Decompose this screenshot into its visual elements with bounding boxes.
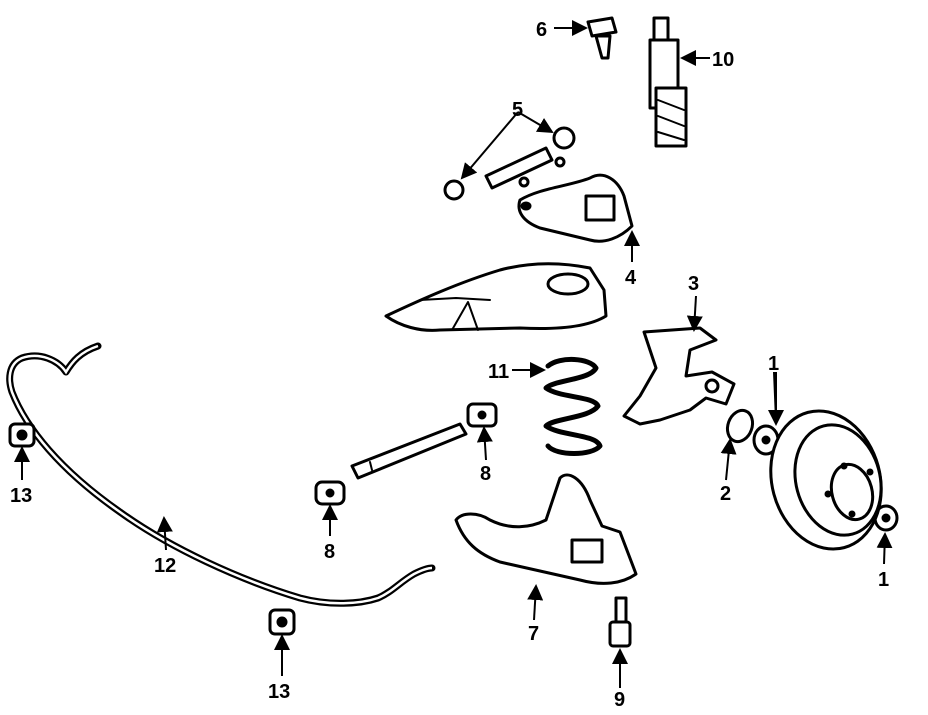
stabilizer-bushing-left	[8, 422, 36, 448]
callout-8-strut-rod-bushing-lower: 8	[324, 541, 335, 563]
dust-seal	[725, 408, 755, 444]
callout-1-outer-bearing: 1	[878, 569, 889, 591]
callout-12-stabilizer-bar: 12	[154, 555, 176, 577]
strut-rod-bushing	[314, 480, 346, 506]
callout-7-lower-control-arm: 7	[528, 623, 539, 645]
callout-5-shaft-kit: 5	[512, 99, 523, 121]
callout-13-bushing-left: 13	[10, 485, 32, 507]
callout-1-inner-bearing: 1	[768, 353, 779, 375]
callout-10-shock-absorber: 10	[712, 49, 734, 71]
leader-lines	[14, 20, 893, 688]
callout-13-bushing-right: 13	[268, 681, 290, 703]
lower-ball-joint	[608, 596, 632, 648]
callout-2-dust-seal: 2	[720, 483, 731, 505]
coil-spring	[543, 357, 603, 456]
inner-bearing	[752, 424, 780, 456]
frame-crossmember	[384, 262, 608, 332]
callout-4-upper-control-arm: 4	[625, 267, 637, 289]
callout-3-steering-knuckle: 3	[688, 273, 699, 295]
brake-rotor-hub	[769, 409, 883, 551]
upper-arm-shaft-kit	[443, 126, 576, 201]
upper-ball-joint	[586, 16, 618, 60]
stabilizer-bar	[6, 342, 436, 607]
stabilizer-bushing-right	[268, 608, 296, 636]
callout-9-lower-ball-joint: 9	[614, 689, 625, 710]
upper-control-arm	[517, 173, 634, 243]
shock-absorber	[648, 16, 688, 148]
lower-control-arm	[454, 473, 638, 585]
steering-knuckle	[622, 326, 736, 426]
callout-11-coil-spring: 11	[488, 361, 509, 383]
callout-6-upper-ball-joint: 6	[536, 19, 547, 41]
callout-labels: 1 1 2 3 4 5 6 7 8 8 9 10 11 12 13 13	[10, 19, 889, 711]
strut-rod	[350, 402, 498, 480]
callout-8-strut-rod-bushing-upper: 8	[480, 463, 491, 485]
